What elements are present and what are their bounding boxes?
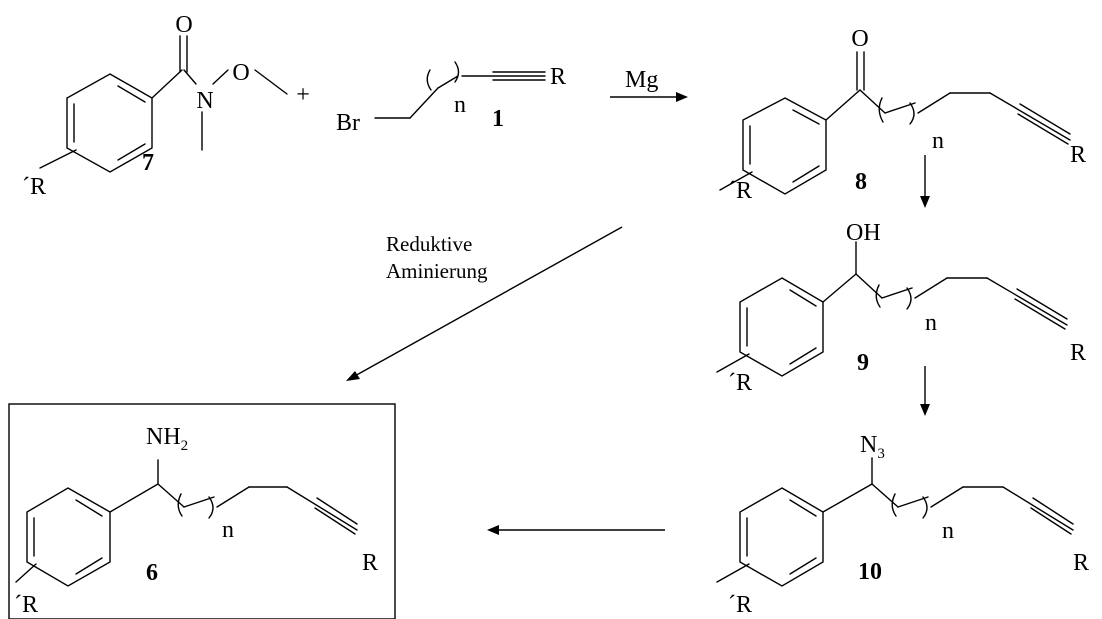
arrow-8-to-9 <box>920 155 930 208</box>
alkyne-r-label: R <box>1070 142 1086 168</box>
arrow-9-to-10 <box>920 366 930 416</box>
substituent-r-prime-label: ´R <box>14 592 38 618</box>
methoxy-oxygen-label: O <box>232 60 249 86</box>
compound-6-target-amine: NH2 n R ´R 6 <box>8 403 396 619</box>
compound-number-10: 10 <box>858 559 882 585</box>
arrow-reductive-amination: Reduktive Aminierung <box>346 226 623 381</box>
reductive-amination-label-line2: Aminierung <box>386 259 488 283</box>
alkyne-r-label: R <box>362 550 378 576</box>
carbonyl-oxygen-label: O <box>175 12 192 38</box>
index-n-label: n <box>454 92 466 118</box>
compound-1-bromo-alkyne: Br n R 1 <box>336 61 566 136</box>
nitrogen-label: N <box>196 88 213 114</box>
alkyne-r-label: R <box>550 64 566 90</box>
substituent-r-prime-label: ´R <box>728 370 752 396</box>
reductive-amination-label-line1: Reduktive <box>386 232 472 256</box>
arrow-10-to-6 <box>487 525 665 535</box>
arrow-grignard: Mg <box>610 67 688 102</box>
substituent-r-prime-label: ´R <box>22 174 46 200</box>
compound-number-7: 7 <box>142 150 154 176</box>
compound-number-9: 9 <box>857 350 869 376</box>
plus-sign: + <box>296 82 310 108</box>
compound-number-6: 6 <box>146 560 158 586</box>
alkyne-r-label: R <box>1070 340 1086 366</box>
index-n-label: n <box>925 310 937 336</box>
ketone-oxygen-label: O <box>851 26 868 52</box>
target-product-box <box>8 403 396 619</box>
index-n-label: n <box>932 128 944 154</box>
compound-number-1: 1 <box>492 106 504 132</box>
substituent-r-prime-label: ´R <box>728 178 752 204</box>
azide-nitrogen-label: N3 <box>860 432 885 462</box>
amine-label: NH2 <box>146 424 188 454</box>
alkyne-r-label: R <box>1073 550 1089 576</box>
index-n-label: n <box>222 517 234 543</box>
compound-number-8: 8 <box>855 169 867 195</box>
reagent-mg-label: Mg <box>625 67 658 93</box>
compound-10-azide: N3 n R ´R 10 <box>716 432 1089 618</box>
compound-9-alcohol: OH n R ´R 9 <box>716 220 1086 396</box>
bromine-label: Br <box>336 110 360 136</box>
index-n-label: n <box>942 518 954 544</box>
compound-8-ketone: O n R ´R 8 <box>719 26 1086 204</box>
substituent-r-prime-label: ´R <box>728 592 752 618</box>
hydroxyl-label: OH <box>846 220 881 246</box>
compound-7-weinreb-amide: O N O ´R 7 <box>22 12 288 200</box>
